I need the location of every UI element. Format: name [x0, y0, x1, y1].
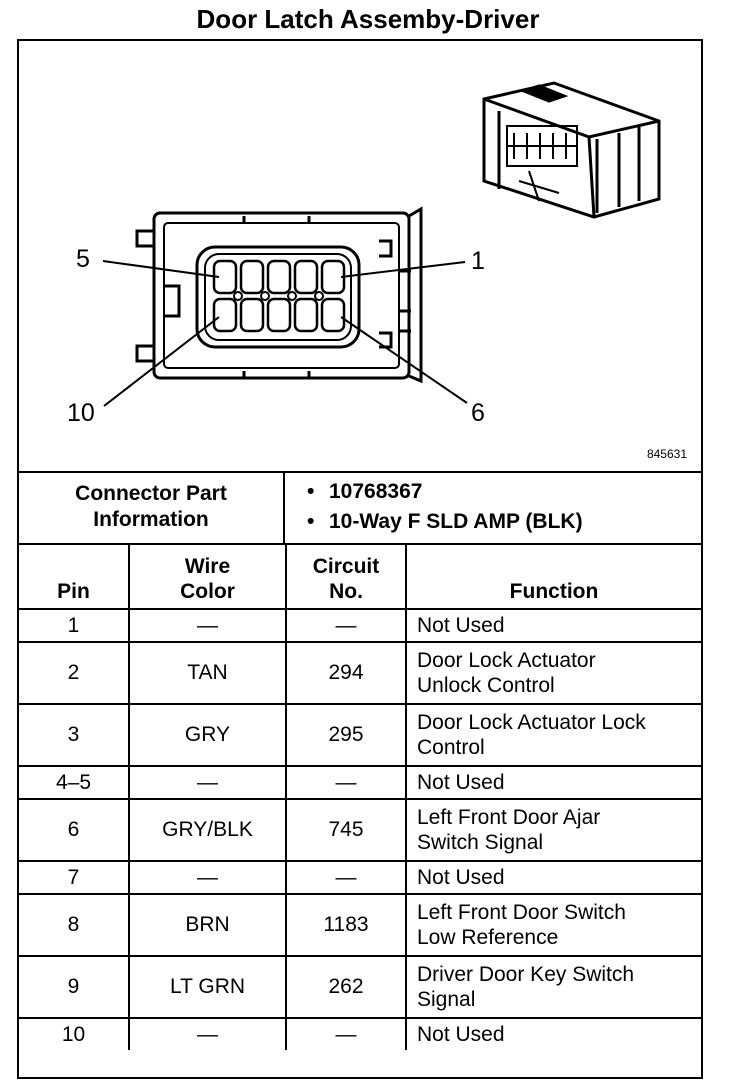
circuit-cell: — — [285, 765, 407, 800]
header-pin: Pin — [19, 543, 130, 610]
function-cell: Door Lock Actuator Lock Control — [405, 703, 701, 767]
figure-number: 845631 — [646, 447, 687, 461]
function-line: Left Front Door Ajar — [417, 806, 601, 829]
connector-diagram: 5 1 10 6 845631 — [19, 41, 701, 473]
function-line: Unlock Control — [417, 674, 555, 697]
pin-cell: 6 — [19, 798, 130, 862]
circuit-cell: 262 — [285, 955, 407, 1019]
function-cell: Left Front Door Ajar Switch Signal — [405, 798, 701, 862]
pin-cell: 2 — [19, 641, 130, 705]
wire-color-cell: — — [128, 1017, 287, 1050]
table-row: 7 — — Not Used — [19, 860, 701, 895]
connector-face-illustration — [102, 81, 661, 407]
pin-label-1: 1 — [471, 247, 485, 275]
circuit-cell: — — [285, 1017, 407, 1050]
header-wire-color-line2: Color — [180, 580, 235, 603]
connector-sheet: 5 1 10 6 845631 Connector Part Informati… — [17, 39, 703, 1079]
function-line: Not Used — [417, 1023, 505, 1046]
table-row: 3 GRY 295 Door Lock Actuator Lock Contro… — [19, 703, 701, 767]
table-header-row: Pin Wire Color Circuit No. Function — [19, 543, 701, 610]
function-cell: Left Front Door Switch Low Reference — [405, 893, 701, 957]
wire-color-cell: GRY — [128, 703, 287, 767]
table-row: 4–5 — — Not Used — [19, 765, 701, 800]
pin-cell: 8 — [19, 893, 130, 957]
connector-info-label-line1: Connector Part — [75, 482, 227, 505]
pin-leader-lines — [102, 260, 468, 407]
function-line: Low Reference — [417, 926, 559, 949]
function-line: Signal — [417, 988, 476, 1011]
pin-cell: 1 — [19, 608, 130, 643]
connector-info-label-line2: Information — [93, 508, 209, 531]
connector-housing — [152, 211, 411, 380]
header-circuit: Circuit No. — [285, 543, 407, 610]
function-line: Left Front Door Switch — [417, 901, 626, 924]
pin-cell: 3 — [19, 703, 130, 767]
connector-part-number: 10768367 — [307, 477, 701, 507]
circuit-cell: 295 — [285, 703, 407, 767]
wire-color-cell: TAN — [128, 641, 287, 705]
header-function: Function — [405, 543, 701, 610]
function-line: Not Used — [417, 614, 505, 637]
wire-color-cell: LT GRN — [128, 955, 287, 1019]
table-row: 8 BRN 1183 Left Front Door Switch Low Re… — [19, 893, 701, 957]
circuit-cell: 745 — [285, 798, 407, 862]
wire-color-cell: — — [128, 860, 287, 895]
circuit-cell: 1183 — [285, 893, 407, 957]
table-row: 6 GRY/BLK 745 Left Front Door Ajar Switc… — [19, 798, 701, 862]
header-wire-color-line1: Wire — [184, 555, 231, 578]
pinout-table: Pin Wire Color Circuit No. Function 1 — … — [19, 543, 701, 1050]
pin-cell: 9 — [19, 955, 130, 1019]
connector-cavity — [195, 245, 361, 349]
header-circuit-line1: Circuit — [312, 555, 380, 578]
function-cell: Not Used — [405, 765, 701, 800]
connector-info-row: Connector Part Information 10768367 10-W… — [19, 471, 701, 545]
connector-description: 10-Way F SLD AMP (BLK) — [307, 507, 701, 537]
function-line: Control — [417, 736, 485, 759]
wire-color-cell: — — [128, 608, 287, 643]
table-row: 10 — — Not Used — [19, 1017, 701, 1050]
circuit-cell: — — [285, 860, 407, 895]
circuit-cell: 294 — [285, 641, 407, 705]
pin-label-10: 10 — [67, 399, 95, 427]
table-row: 2 TAN 294 Door Lock Actuator Unlock Cont… — [19, 641, 701, 705]
connector-info-label: Connector Part Information — [19, 471, 285, 543]
function-line: Driver Door Key Switch — [417, 963, 635, 986]
function-cell: Door Lock Actuator Unlock Control — [405, 641, 701, 705]
table-row: 9 LT GRN 262 Driver Door Key Switch Sign… — [19, 955, 701, 1019]
function-cell: Not Used — [405, 608, 701, 643]
pin-cavities — [212, 259, 346, 333]
pin-cell: 4–5 — [19, 765, 130, 800]
function-line: Door Lock Actuator Lock — [417, 711, 646, 734]
circuit-cell: — — [285, 608, 407, 643]
function-line: Not Used — [417, 771, 505, 794]
function-line: Door Lock Actuator — [417, 649, 596, 672]
wire-color-cell: GRY/BLK — [128, 798, 287, 862]
pin-cell: 10 — [19, 1017, 130, 1050]
connector-info-values: 10768367 10-Way F SLD AMP (BLK) — [285, 471, 701, 543]
page-title: Door Latch Assemby-Driver — [196, 4, 540, 34]
function-line: Switch Signal — [417, 831, 544, 854]
function-cell: Not Used — [405, 1017, 701, 1050]
function-cell: Not Used — [405, 860, 701, 895]
pin-label-6: 6 — [471, 399, 485, 427]
function-cell: Driver Door Key Switch Signal — [405, 955, 701, 1019]
header-wire-color: Wire Color — [128, 543, 287, 610]
pin-cell: 7 — [19, 860, 130, 895]
function-line: Not Used — [417, 866, 505, 889]
wire-color-cell: — — [128, 765, 287, 800]
pin-label-5: 5 — [76, 245, 90, 273]
header-circuit-line2: No. — [329, 580, 363, 603]
wire-color-cell: BRN — [128, 893, 287, 957]
connector-isometric-view — [482, 81, 661, 219]
table-row: 1 — — Not Used — [19, 608, 701, 643]
